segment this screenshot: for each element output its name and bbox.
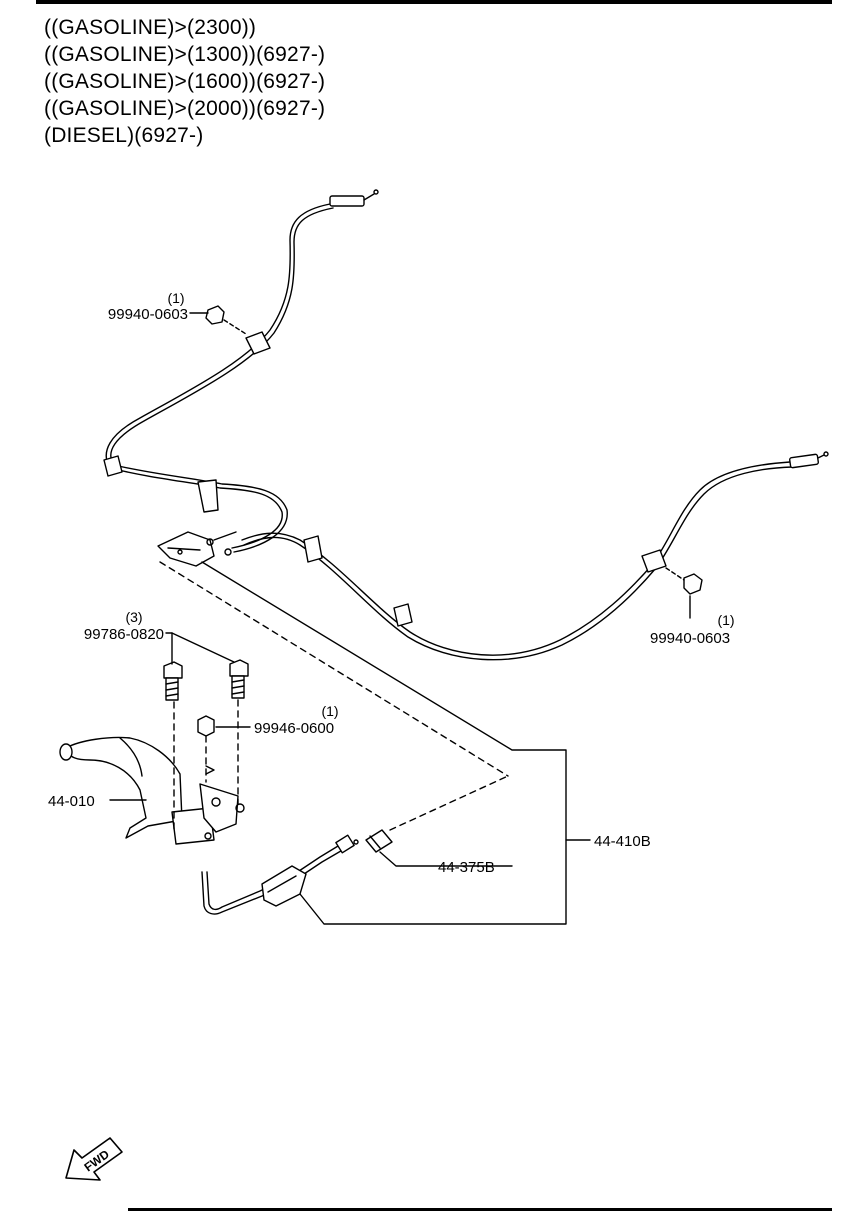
callout-lever: 44-010 [48, 793, 95, 810]
callout-qty-nut-upper: (1) [167, 290, 184, 306]
callout-bolts: 99786-0820 [84, 626, 164, 643]
parking-brake-lever [59, 736, 245, 845]
applicability-list: ((GASOLINE)>(2300)) ((GASOLINE)>(1300))(… [44, 14, 325, 149]
alignment-lines [159, 561, 509, 831]
adjuster [365, 829, 393, 853]
nut-upper [205, 305, 247, 335]
front-cable [201, 834, 359, 915]
applicability-line: ((GASOLINE)>(2000))(6927-) [44, 97, 326, 120]
fwd-arrow-icon: FWD [65, 1137, 123, 1181]
callout-cable-assy: 44-410B [594, 833, 651, 850]
rear-cable-left [105, 189, 379, 553]
callout-qty-nut-right: (1) [717, 612, 734, 628]
nut-right [665, 567, 703, 595]
cable-clip [103, 331, 667, 627]
callout-adjuster: 44-375B [438, 859, 495, 876]
bolt-right [229, 659, 249, 699]
callout-nut-upper: 99940-0603 [108, 306, 188, 323]
bolt-left [163, 661, 183, 701]
applicability-line: (DIESEL)(6927-) [44, 124, 204, 147]
applicability-line: ((GASOLINE)>(1600))(6927-) [44, 70, 326, 93]
rear-cable-right [241, 451, 829, 661]
equalizer [157, 531, 237, 567]
applicability-line: ((GASOLINE)>(2300)) [44, 16, 257, 39]
applicability-line: ((GASOLINE)>(1300))(6927-) [44, 43, 326, 66]
callout-qty-bolts: (3) [125, 609, 142, 625]
top-rule [36, 0, 832, 4]
callout-qty-lever-nut: (1) [321, 703, 338, 719]
callout-lever-nut: 99946-0600 [254, 720, 334, 737]
lever-nut [197, 715, 215, 737]
leader-lines [109, 312, 691, 925]
bottom-rule [128, 1208, 832, 1211]
callout-nut-right: 99940-0603 [650, 630, 730, 647]
